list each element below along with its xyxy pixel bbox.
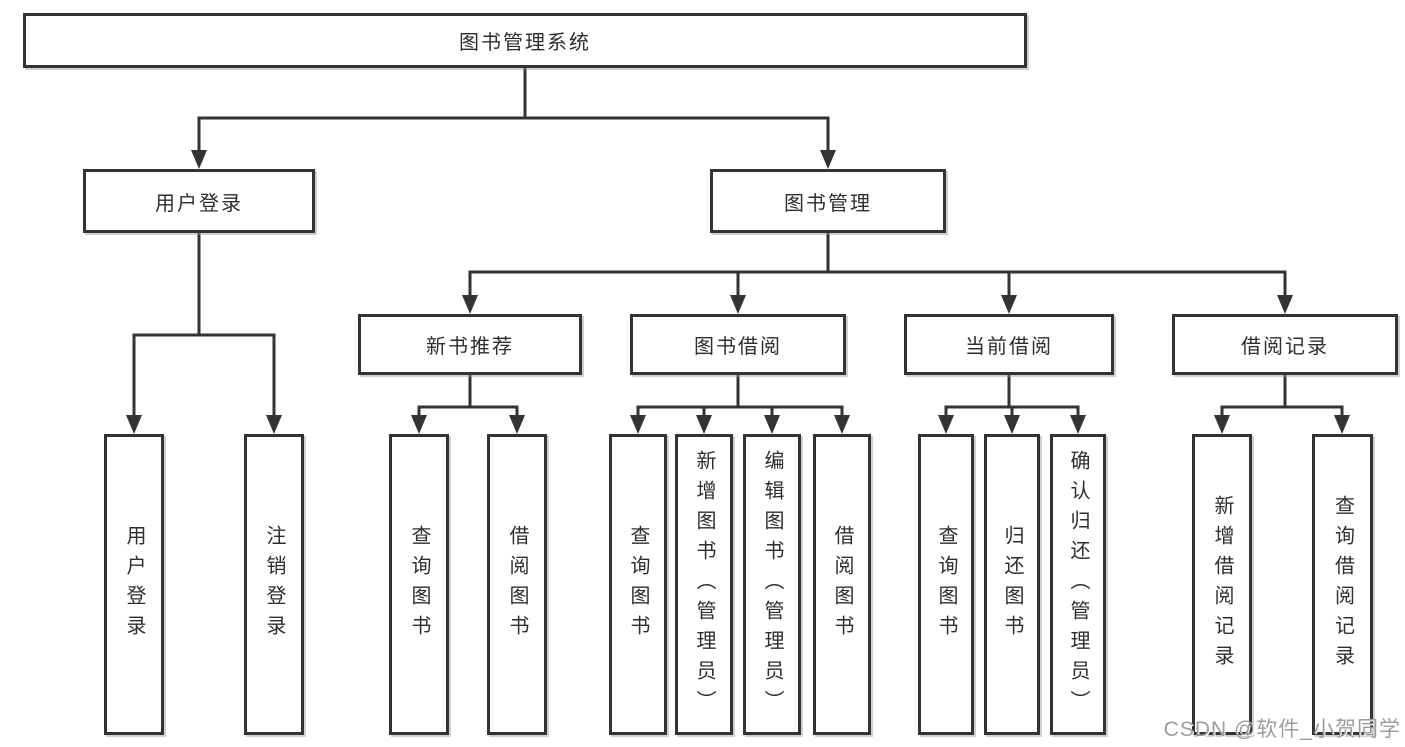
- node-leaf-confirm-return-admin: 确认归还（管理员）: [1050, 434, 1106, 735]
- connector-borrow-records-children: [1214, 375, 1350, 434]
- arrowhead-icon: [126, 415, 142, 434]
- node-leaf-user-login: 用户登录: [104, 434, 164, 735]
- arrowhead-icon: [820, 150, 836, 169]
- arrowhead-icon: [764, 415, 780, 434]
- node-leaf-query-borrow-record: 查询借阅记录: [1312, 434, 1373, 735]
- arrowhead-icon: [1001, 295, 1017, 314]
- node-leaf-query-borrow-record-label: 查询借阅记录: [1331, 494, 1354, 675]
- node-leaf-return-books: 归还图书: [984, 434, 1040, 735]
- node-leaf-query-books-current-label: 查询图书: [935, 524, 957, 645]
- arrowhead-icon: [1277, 295, 1293, 314]
- node-leaf-logout: 注销登录: [244, 434, 304, 735]
- node-root: 图书管理系统: [23, 13, 1027, 68]
- node-leaf-query-books-recommend-label: 查询图书: [408, 524, 430, 645]
- node-new-book-recommend-label: 新书推荐: [426, 336, 514, 358]
- node-leaf-edit-books-admin: 编辑图书（管理员）: [743, 434, 801, 735]
- arrowhead-icon: [411, 415, 427, 434]
- arrowhead-icon: [191, 150, 207, 169]
- node-leaf-add-borrow-record-label: 新增借阅记录: [1211, 494, 1233, 675]
- node-user-login-label: 用户登录: [155, 192, 243, 215]
- arrowhead-icon: [630, 415, 646, 434]
- arrowhead-icon: [1334, 415, 1350, 434]
- arrowhead-icon: [1214, 415, 1230, 434]
- node-borrowing-records: 借阅记录: [1172, 314, 1398, 375]
- arrowhead-icon: [462, 295, 478, 314]
- connector-root-to-level2: [191, 68, 836, 169]
- arrowhead-icon: [1070, 415, 1086, 434]
- arrowhead-icon: [266, 415, 282, 434]
- arrowhead-icon: [509, 415, 525, 434]
- node-new-book-recommend: 新书推荐: [358, 314, 582, 375]
- node-current-borrowing: 当前借阅: [904, 314, 1114, 375]
- arrowhead-icon: [730, 295, 746, 314]
- node-leaf-add-borrow-record: 新增借阅记录: [1192, 434, 1252, 735]
- node-leaf-query-books-recommend: 查询图书: [389, 434, 449, 735]
- node-book-borrowing: 图书借阅: [630, 314, 846, 375]
- node-leaf-query-books-borrow-label: 查询图书: [627, 524, 649, 645]
- node-leaf-add-books-admin-label: 新增图书（管理员）: [693, 449, 715, 720]
- node-user-login: 用户登录: [83, 169, 315, 233]
- node-book-management-label: 图书管理: [784, 192, 872, 215]
- node-leaf-logout-label: 注销登录: [263, 524, 285, 645]
- node-leaf-confirm-return-admin-label: 确认归还（管理员）: [1067, 449, 1089, 720]
- node-leaf-edit-books-admin-label: 编辑图书（管理员）: [761, 449, 783, 720]
- connector-current-borrow-children: [938, 375, 1086, 434]
- csdn-watermark: CSDN @软件_小贺同学: [1163, 718, 1401, 741]
- node-leaf-borrow-books-label: 借阅图书: [831, 524, 853, 645]
- node-leaf-borrow-books: 借阅图书: [813, 434, 871, 735]
- arrowhead-icon: [696, 415, 712, 434]
- node-leaf-return-books-label: 归还图书: [1001, 524, 1023, 645]
- arrowhead-icon: [1004, 415, 1020, 434]
- connector-user-login-children: [126, 233, 282, 434]
- node-root-label: 图书管理系统: [459, 32, 591, 54]
- node-current-borrowing-label: 当前借阅: [965, 336, 1053, 358]
- node-leaf-add-books-admin: 新增图书（管理员）: [675, 434, 733, 735]
- node-leaf-borrow-books-recommend: 借阅图书: [487, 434, 547, 735]
- node-borrowing-records-label: 借阅记录: [1241, 336, 1329, 358]
- connector-new-book-children: [411, 375, 525, 434]
- connector-book-borrow-children: [630, 375, 850, 434]
- node-leaf-query-books-borrow: 查询图书: [609, 434, 667, 735]
- arrowhead-icon: [834, 415, 850, 434]
- node-book-borrowing-label: 图书借阅: [694, 336, 782, 358]
- node-leaf-borrow-books-recommend-label: 借阅图书: [506, 524, 528, 645]
- connector-book-management-children: [462, 233, 1293, 314]
- arrowhead-icon: [938, 415, 954, 434]
- node-book-management: 图书管理: [710, 169, 946, 233]
- node-leaf-user-login-label: 用户登录: [123, 524, 145, 645]
- node-leaf-query-books-current: 查询图书: [918, 434, 974, 735]
